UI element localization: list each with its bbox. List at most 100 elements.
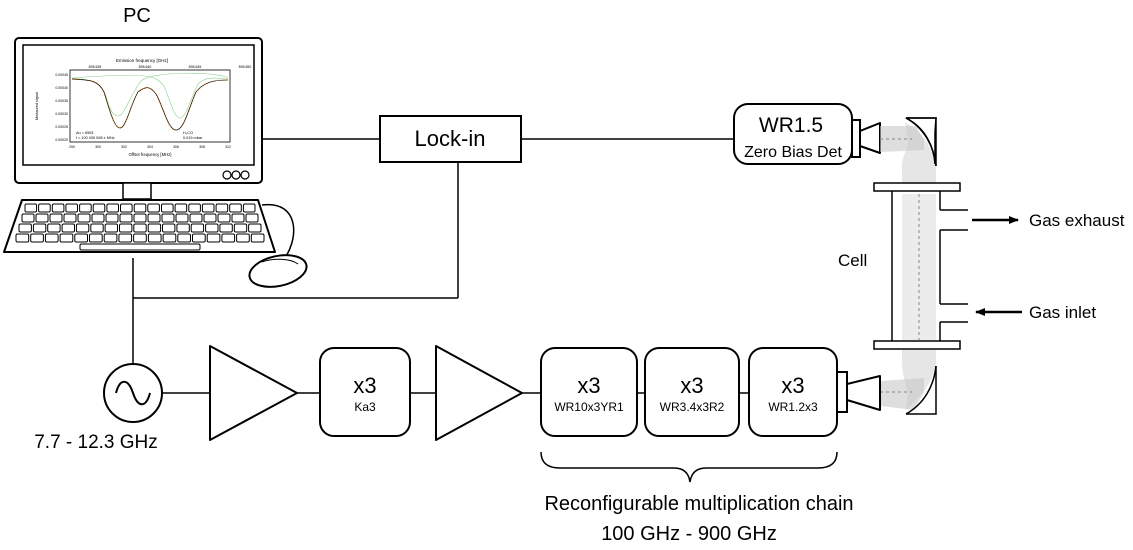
multiplier-factor: x3 [577,373,600,398]
keyboard-key [79,203,92,213]
keyboard-key [161,213,175,223]
screen-plot-tick-label: 306 [173,145,179,149]
keyboard-key [192,233,206,243]
monitor-button-icon [240,170,250,180]
keyboard-key [65,203,79,213]
keyboard-key [59,233,74,243]
keyboard-key [175,213,189,223]
fit-total-line [71,78,229,131]
screen-plot-note: f = 100 005 008 ± MHz [76,136,115,140]
keyboard-key [30,233,44,243]
screen-plot-tick-label: 0.00035 [55,99,68,103]
screen-plot-tick-label: 895.640 [139,65,152,69]
keyboard-key [119,213,133,223]
keyboard-key [221,233,236,243]
keyboard-key [32,223,47,233]
amplifier-1-icon [209,345,298,441]
chain-label: Reconfigurable multiplication chain [544,493,853,515]
zero-bias-detector: WR1.5 Zero Bias Det [733,103,881,165]
monitor-button-icon [231,170,241,180]
keyboard-key [44,233,59,243]
keyboard-key [236,233,250,243]
screen-plot-frame [69,69,231,143]
lockin-label: Lock-in [415,126,486,151]
keyboard-key [47,223,61,233]
keyboard-key [201,203,215,213]
keyboard-key [242,203,256,213]
keyboard-key [106,203,120,213]
keyboard-key [162,223,176,233]
keyboard-key [89,233,103,243]
keyboard-key [147,233,162,243]
amplifier-2-icon [435,345,523,441]
multiplier-model: WR1.2x3 [768,400,818,414]
screen-plot-ylabel: Measured signal [35,92,39,120]
cell-window-top [873,182,961,192]
cell-window-bottom [873,340,961,350]
keyboard-key [38,203,51,213]
keyboard-key [248,223,262,233]
keyboard-key [21,213,35,223]
screen-plot-tick-label: 0.00020 [55,138,68,142]
keyboard-key [77,213,91,223]
screen-plot-tick-label: 308 [199,145,205,149]
fit-component-line [71,74,229,119]
keyboard-key [177,233,192,243]
keyboard-key [74,233,89,243]
multiplier-wr10x3yr1: x3 WR10x3YR1 [540,347,638,437]
keyboard-key [206,233,221,243]
mirror-bottom [905,365,937,415]
keyboard-key [229,203,242,213]
keyboard-key [219,223,233,233]
screen-plot-tick-label: 312 [225,145,231,149]
lockin-box [379,115,522,163]
monitor-stand [122,182,152,200]
keyboard-key [120,203,133,213]
mirror-top [905,117,937,167]
keyboard-key [147,223,162,233]
keyboard-key [35,213,49,223]
keyboard-key [133,223,147,233]
keyboard-key [24,203,38,213]
keyboard-icon [3,199,276,253]
multiplier-factor: x3 [353,373,376,398]
keyboard-key [250,233,265,243]
keyboard-key [162,233,177,243]
multiplier-factor: x3 [680,373,703,398]
screen-plot-xlabel: Offset frequency [MHz] [129,152,172,157]
multiplier-wr1-2x3: x3 WR1.2x3 [748,347,881,437]
screen-plot-tick-label: 300 [95,145,101,149]
screen-plot-tick-label: 0.00040 [55,86,68,90]
keyboard-key [133,233,147,243]
screen-plot-tick-label: 895.645 [189,65,202,69]
keyboard-key [188,203,201,213]
source-flange [836,371,848,413]
source-horn-icon [846,375,881,411]
screen-plot-title: Emission frequency [GHz] [116,58,168,63]
gas-inlet-label: Gas inlet [1029,303,1096,322]
screen-plot-note: Δn = 6553 [76,131,93,135]
keyboard-key [147,203,160,213]
keyboard-key [189,213,203,223]
screen-plot-tick-label: 895.650 [239,65,252,69]
screen-plot-tick-label: 302 [121,145,127,149]
screen-plot-tick-label: 0.00030 [55,112,68,116]
mouse-icon [248,203,308,288]
keyboard-key [91,213,105,223]
source-frequency: 7.7 - 12.3 GHz [34,432,158,453]
monitor-button-icon [222,170,232,180]
keyboard-key [104,223,118,233]
screen-plot-tick-label: 304 [147,145,153,149]
multiplier-model: WR10x3YR1 [554,400,624,414]
keyboard-key [18,223,32,233]
keyboard-key [118,233,133,243]
keyboard-key [92,203,106,213]
pc-label: PC [123,5,151,27]
screen-plot-note: H₂CO [183,131,193,135]
keyboard-key [203,213,217,223]
keyboard-key [217,213,231,223]
screen-plot-tick-label: 0.00025 [55,125,68,129]
keyboard-key [231,213,245,223]
